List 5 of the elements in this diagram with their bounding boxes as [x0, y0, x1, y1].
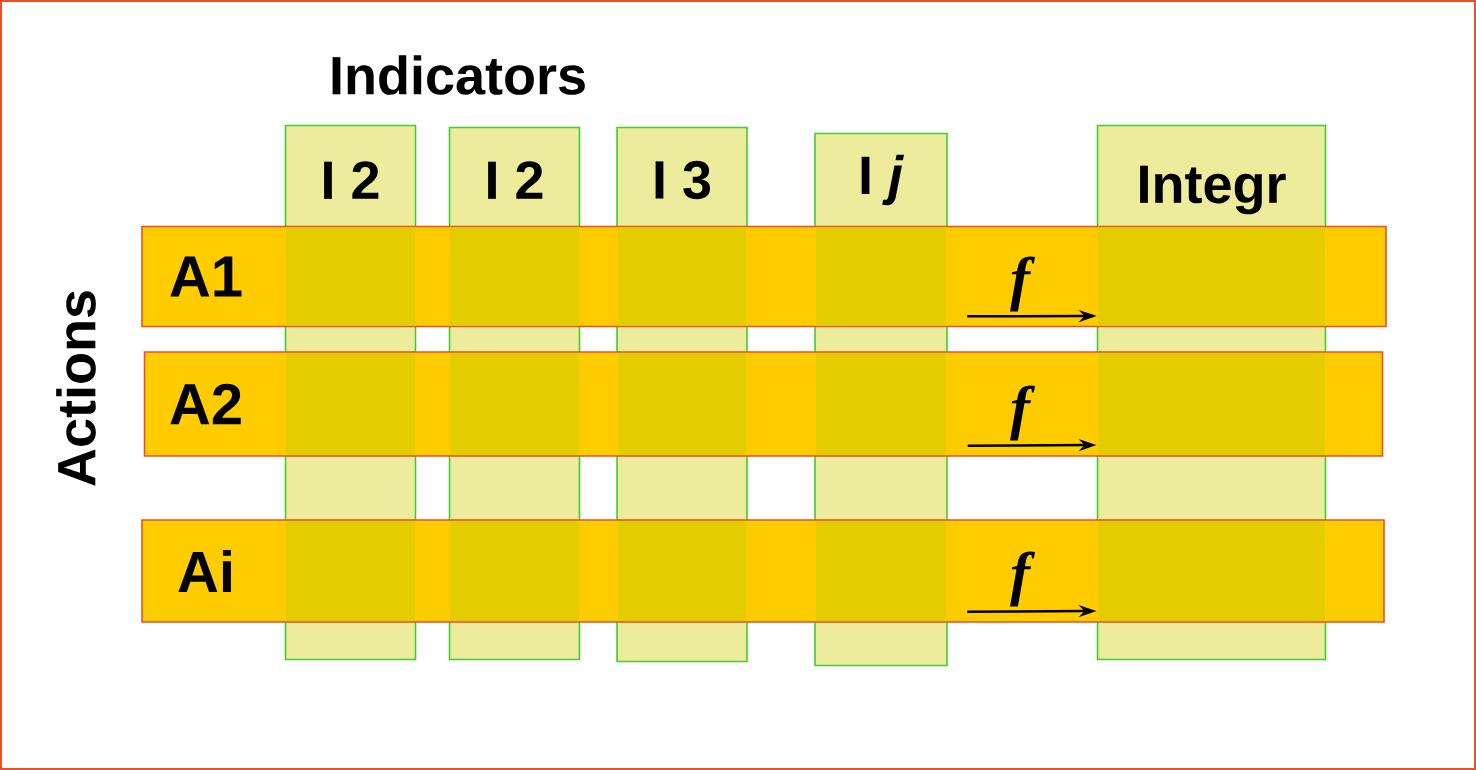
edge-label: f: [1010, 256, 1035, 312]
axis-title: Indicators: [332, 55, 585, 95]
axis-title: Actions: [56, 291, 96, 486]
edge-label: f: [1010, 551, 1035, 607]
edge-label: f: [1010, 385, 1035, 441]
